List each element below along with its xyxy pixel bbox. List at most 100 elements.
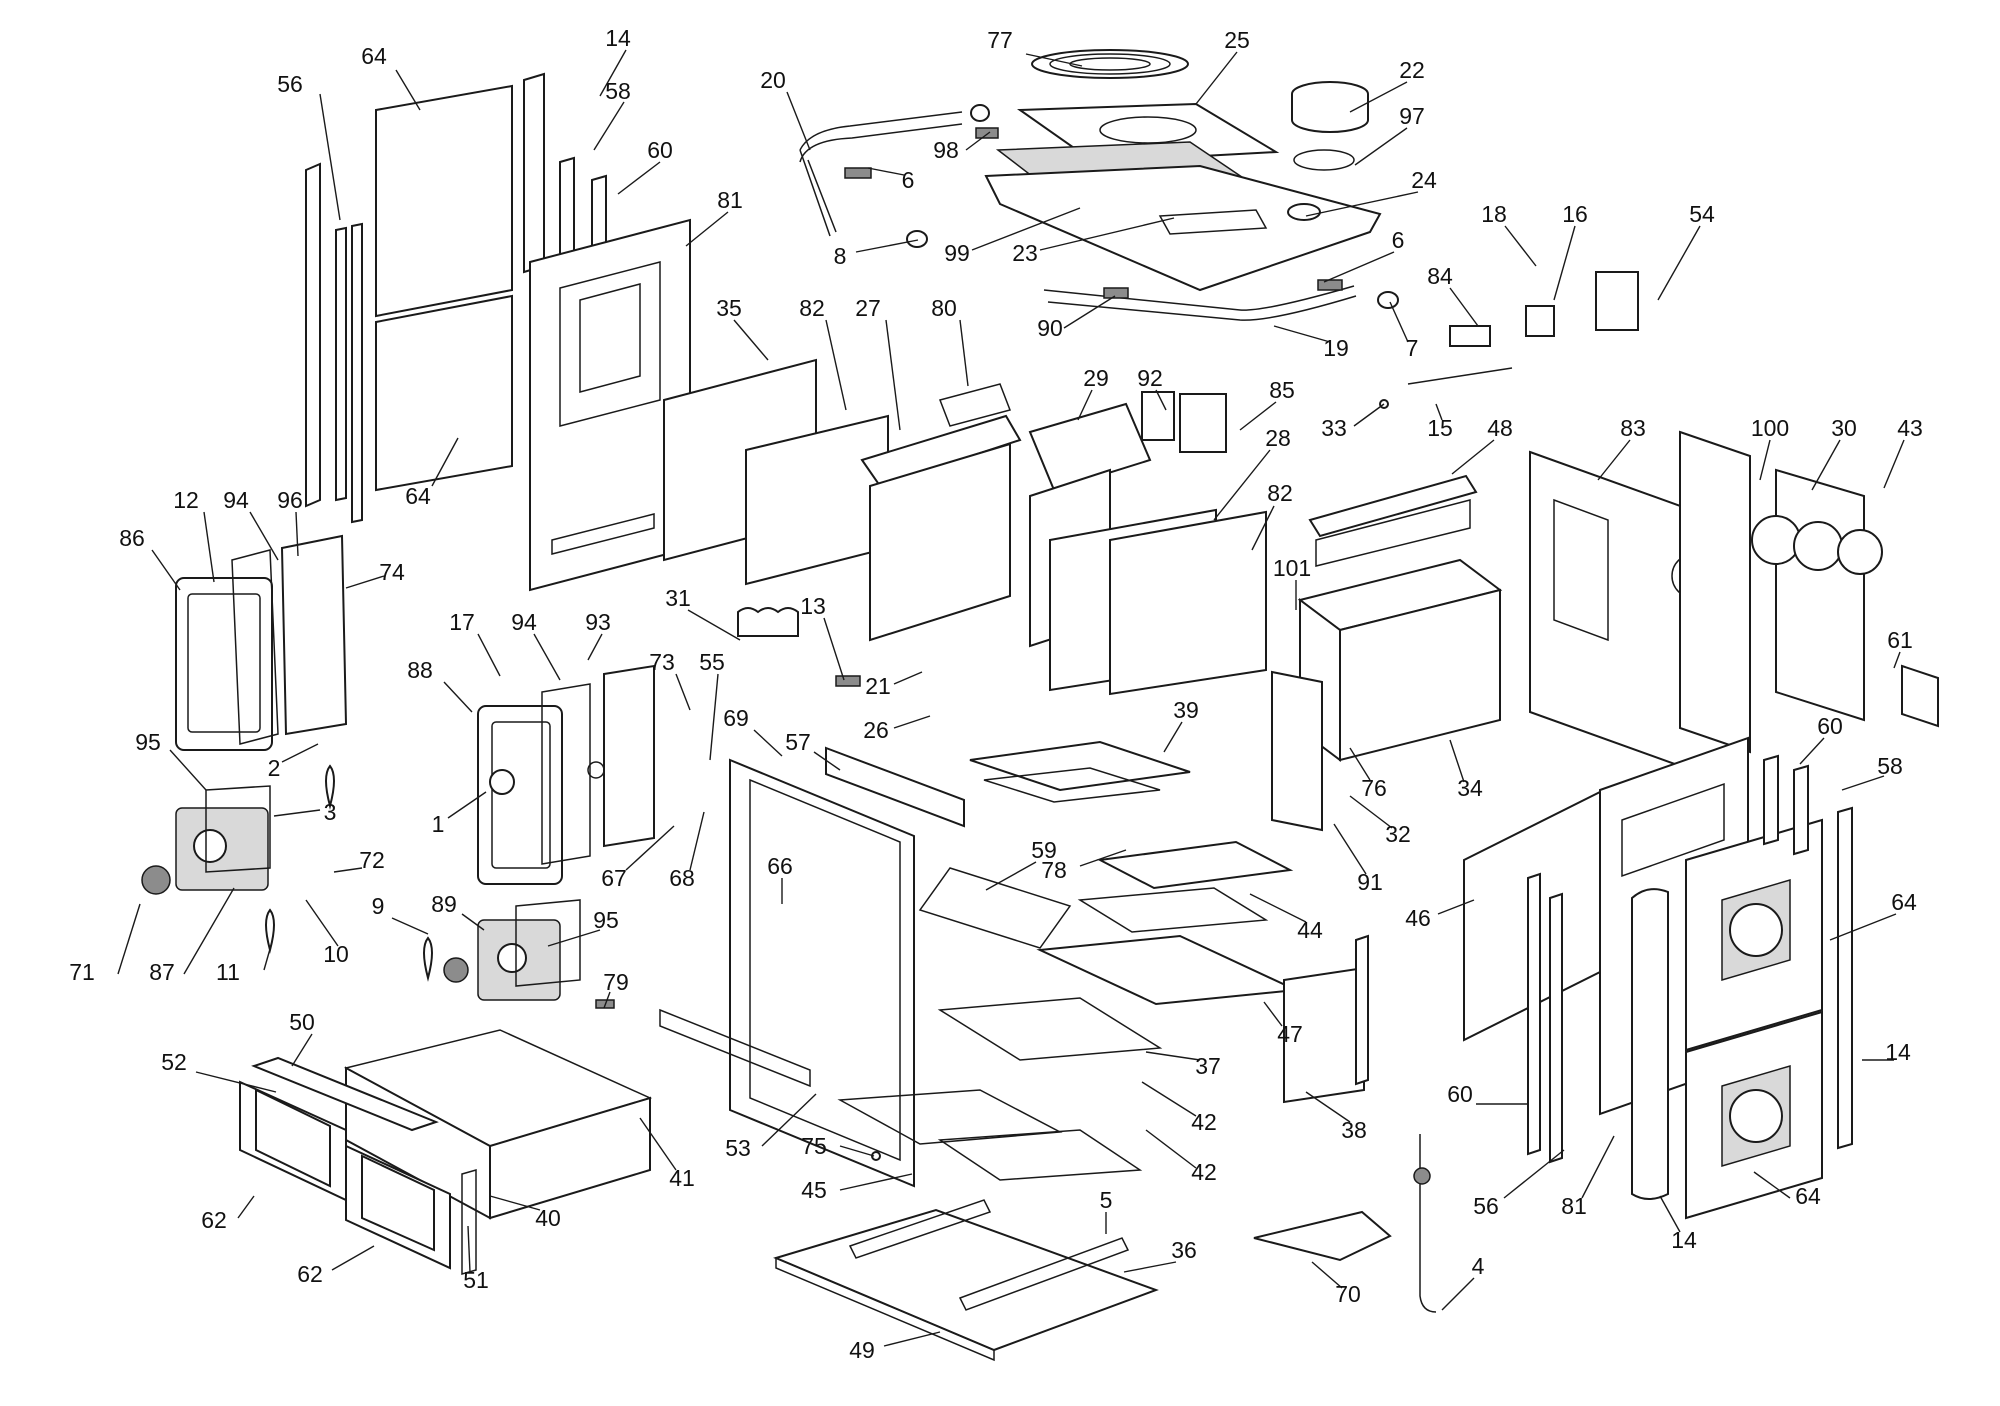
part-number-label: 86	[119, 525, 145, 551]
leader-line	[273, 809, 321, 817]
leader-line	[625, 825, 675, 871]
leader-line	[263, 941, 273, 971]
leader-line	[1799, 737, 1825, 765]
part-number-label: 35	[716, 295, 742, 321]
leader-line	[1213, 449, 1271, 521]
part-number-label: 62	[297, 1261, 323, 1287]
leader-line	[1263, 1001, 1283, 1027]
part-number-label: 84	[1427, 263, 1453, 289]
part-number-label: 7	[1406, 335, 1419, 361]
part-number-label: 64	[361, 43, 387, 69]
part-number-label: 6	[1392, 227, 1405, 253]
leader-line	[603, 991, 611, 1009]
leader-line	[533, 633, 561, 681]
leader-line	[885, 319, 901, 431]
part-number-label: 4	[1472, 1253, 1485, 1279]
part-number-label: 93	[585, 609, 611, 635]
leader-line	[461, 913, 485, 931]
leader-line	[1141, 1081, 1197, 1117]
part-number-label: 80	[931, 295, 957, 321]
part-number-label: 99	[944, 240, 970, 266]
part-number-label: 101	[1273, 555, 1311, 581]
leader-line	[733, 319, 769, 361]
part-number-label: 70	[1335, 1281, 1361, 1307]
leader-line	[985, 861, 1037, 891]
leader-line	[1841, 775, 1885, 791]
part-number-label: 57	[785, 729, 811, 755]
leader-line	[1449, 739, 1465, 783]
part-number-label: 62	[201, 1207, 227, 1233]
part-number-label: 55	[699, 649, 725, 675]
part-number-label: 29	[1083, 365, 1109, 391]
cooktop-assembly	[984, 49, 1382, 292]
leader-line	[959, 319, 969, 387]
part-number-label: 12	[173, 487, 199, 513]
part-number-label: 64	[1891, 889, 1917, 915]
part-number-label: 3	[324, 799, 337, 825]
part-number-label: 25	[1224, 27, 1250, 53]
leader-line	[839, 1173, 913, 1191]
leader-line	[117, 903, 141, 975]
base-plate	[773, 1199, 1392, 1362]
part-number-label: 77	[987, 27, 1013, 53]
leader-line	[1581, 1135, 1615, 1199]
part-number-label: 71	[69, 959, 95, 985]
leader-line	[839, 1145, 875, 1157]
leader-line	[867, 167, 905, 176]
part-number-label: 23	[1012, 240, 1038, 266]
part-number-label: 56	[1473, 1193, 1499, 1219]
leader-line	[1449, 287, 1479, 327]
leader-line	[1063, 295, 1116, 329]
leader-line	[281, 743, 319, 763]
leader-line	[675, 673, 691, 711]
part-number-label: 9	[372, 893, 385, 919]
part-number-label: 39	[1173, 697, 1199, 723]
leader-line	[1025, 53, 1083, 67]
leader-line	[1451, 439, 1495, 475]
part-number-label: 87	[149, 959, 175, 985]
leader-line	[689, 811, 705, 871]
leader-line	[331, 1245, 375, 1271]
part-number-label: 82	[799, 295, 825, 321]
right-oven-box	[1271, 430, 1939, 832]
part-number-label: 11	[216, 959, 240, 985]
part-number-label: 48	[1487, 415, 1513, 441]
leader-line	[319, 93, 341, 221]
part-number-label: 64	[1795, 1183, 1821, 1209]
part-number-label: 41	[669, 1165, 695, 1191]
leader-line	[1553, 225, 1576, 301]
leader-line	[183, 887, 235, 975]
part-number-label: 81	[1561, 1193, 1587, 1219]
small-parts	[595, 271, 1639, 1161]
part-number-label: 44	[1297, 917, 1323, 943]
part-number-label: 97	[1399, 103, 1425, 129]
leader-line	[1597, 439, 1631, 481]
part-number-label: 95	[135, 729, 161, 755]
leader-line	[467, 1225, 471, 1273]
leader-line	[1349, 795, 1393, 829]
leader-line	[547, 929, 601, 947]
leader-line	[333, 867, 363, 873]
part-number-label: 91	[1357, 869, 1383, 895]
part-number-label: 43	[1897, 415, 1923, 441]
part-number-label: 94	[511, 609, 537, 635]
leader-line	[1249, 893, 1307, 923]
leader-line	[1077, 389, 1093, 421]
part-number-label: 26	[863, 717, 889, 743]
part-number-label: 14	[1671, 1227, 1697, 1253]
part-number-label: 78	[1041, 857, 1067, 883]
part-number-label: 45	[801, 1177, 827, 1203]
oven-door-left	[141, 534, 348, 954]
leader-line	[1893, 651, 1901, 669]
part-number-label: 76	[1361, 775, 1387, 801]
leader-line	[687, 609, 741, 641]
central-frame	[659, 740, 1300, 1188]
leader-line	[823, 617, 845, 681]
part-number-label: 27	[855, 295, 881, 321]
part-number-label: 82	[1267, 480, 1293, 506]
part-number-label: 20	[760, 67, 786, 93]
right-side-panels	[1283, 736, 1853, 1313]
leader-line	[825, 319, 847, 411]
part-number-label: 66	[767, 853, 793, 879]
